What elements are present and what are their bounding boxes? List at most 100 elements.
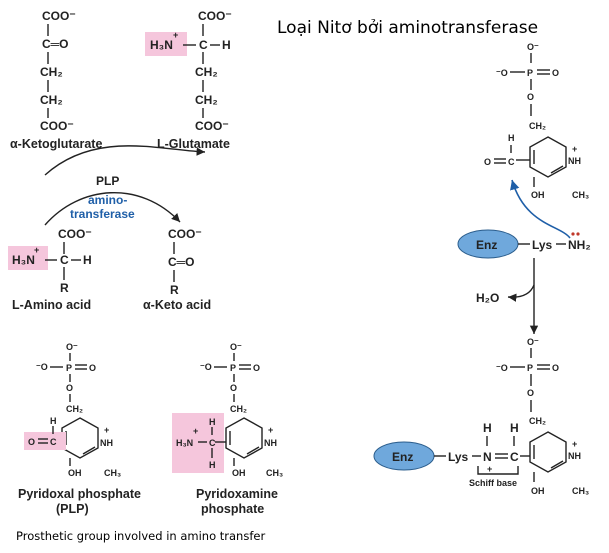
alpha-keto-acid-structure: COO⁻ C═O R α-Keto acid <box>143 227 211 312</box>
svg-text:OH: OH <box>68 468 82 478</box>
arrow-to-keto-acid <box>44 192 181 226</box>
svg-text:CH₂: CH₂ <box>529 416 546 426</box>
svg-text:CH₂: CH₂ <box>40 93 63 107</box>
svg-text:O: O <box>28 437 35 447</box>
svg-text:+: + <box>487 464 492 474</box>
svg-text:NH: NH <box>568 156 581 166</box>
plp-structure: O⁻ ⁻O P O O CH₂ NH + OH CH₃ O C H Pyrido… <box>18 342 141 516</box>
enzyme-lysine-amine: Enz Lys NH₂ <box>457 229 591 259</box>
plp-name-line2: (PLP) <box>56 502 89 516</box>
svg-text:CH₂: CH₂ <box>40 65 63 79</box>
mechanism-plp-top: O⁻ ⁻O P O O CH₂ NH + OH CH₃ O C H <box>484 42 589 200</box>
svg-text:COO⁻: COO⁻ <box>198 9 232 23</box>
svg-text:NH₂: NH₂ <box>568 238 591 252</box>
svg-text:O⁻: O⁻ <box>527 42 539 52</box>
svg-text:O: O <box>527 388 534 398</box>
svg-text:O: O <box>552 363 559 373</box>
pmp-name-line2: phosphate <box>201 502 264 516</box>
page-title: Loại Nitơ bởi aminotransferase <box>277 18 538 38</box>
alpha-ketoglutarate-label: α-Ketoglutarate <box>10 137 102 151</box>
nucleophilic-attack-arrow <box>510 179 571 239</box>
svg-text:⁻O: ⁻O <box>496 363 508 373</box>
water-label: H₂O <box>476 291 499 305</box>
enzyme-label-line2: transferase <box>70 207 135 221</box>
svg-text:+: + <box>572 144 577 154</box>
svg-text:R: R <box>60 281 69 295</box>
svg-text:P: P <box>230 363 236 373</box>
svg-text:CH₃: CH₃ <box>572 486 589 496</box>
svg-text:H: H <box>209 460 216 470</box>
svg-text:⁻O: ⁻O <box>496 68 508 78</box>
svg-text:OH: OH <box>531 190 545 200</box>
svg-text:N: N <box>483 450 492 464</box>
svg-text:C═O: C═O <box>168 255 195 269</box>
svg-text:P: P <box>527 363 533 373</box>
svg-text:COO⁻: COO⁻ <box>195 119 229 133</box>
amine-highlight <box>172 413 224 473</box>
svg-text:Enz: Enz <box>476 238 497 252</box>
schiff-base-structure: O⁻ ⁻O P O O CH₂ NH + OH CH₃ Enz Lys N C … <box>373 337 589 496</box>
svg-text:OH: OH <box>531 486 545 496</box>
svg-text:CH₃: CH₃ <box>572 190 589 200</box>
svg-text:+: + <box>268 425 273 435</box>
svg-text:H: H <box>483 421 492 435</box>
aldehyde-highlight <box>24 432 66 450</box>
alpha-keto-acid-label: α-Keto acid <box>143 298 211 312</box>
amino-highlight <box>145 32 187 56</box>
caption: Prosthetic group involved in amino trans… <box>16 529 265 543</box>
svg-text:NH: NH <box>264 438 277 448</box>
svg-text:COO⁻: COO⁻ <box>168 227 202 241</box>
svg-text:CH₂: CH₂ <box>66 404 83 414</box>
svg-text:H: H <box>83 253 92 267</box>
schiff-base-label: Schiff base <box>469 478 517 488</box>
svg-text:C: C <box>209 438 216 448</box>
svg-text:NH: NH <box>568 451 581 461</box>
svg-text:⁻O: ⁻O <box>200 362 212 372</box>
svg-text:H: H <box>510 421 519 435</box>
enzyme-label-line1: amino- <box>88 193 127 207</box>
svg-text:O⁻: O⁻ <box>66 342 78 352</box>
svg-text:⁻O: ⁻O <box>36 362 48 372</box>
svg-text:CH₃: CH₃ <box>266 468 283 478</box>
svg-text:Lys: Lys <box>448 450 469 464</box>
svg-text:CH₃: CH₃ <box>104 468 121 478</box>
svg-text:O: O <box>527 92 534 102</box>
svg-text:C: C <box>60 253 69 267</box>
l-glutamate-label: L-Glutamate <box>157 137 230 151</box>
svg-text:O: O <box>253 363 260 373</box>
svg-text:P: P <box>66 363 72 373</box>
pmp-name-line1: Pyridoxamine <box>196 487 278 501</box>
plp-cofactor-label: PLP <box>96 174 119 188</box>
svg-text:CH₂: CH₂ <box>195 65 218 79</box>
svg-text:+: + <box>173 30 178 40</box>
svg-text:Enz: Enz <box>392 450 413 464</box>
pmp-structure: O⁻ ⁻O P O O CH₂ NH + OH CH₃ H₃N + C H H … <box>172 342 283 516</box>
svg-text:H₃N: H₃N <box>150 38 173 52</box>
svg-text:CH₂: CH₂ <box>195 93 218 107</box>
svg-text:H₃N: H₃N <box>176 438 193 448</box>
svg-text:O: O <box>66 383 73 393</box>
svg-text:H: H <box>209 417 216 427</box>
svg-text:COO⁻: COO⁻ <box>40 119 74 133</box>
svg-text:H₃N: H₃N <box>12 253 35 267</box>
lone-pair-dot <box>576 232 580 236</box>
svg-text:C: C <box>508 157 515 167</box>
l-glutamate-structure: COO⁻ H₃N + C H CH₂ CH₂ COO⁻ L-Glutamate <box>145 9 232 151</box>
svg-text:C: C <box>510 450 519 464</box>
svg-text:H: H <box>50 416 57 426</box>
svg-text:R: R <box>170 283 179 297</box>
water-release-arrow <box>507 284 535 302</box>
svg-text:H: H <box>222 38 231 52</box>
svg-text:COO⁻: COO⁻ <box>42 9 76 23</box>
svg-text:Lys: Lys <box>532 238 553 252</box>
svg-text:O⁻: O⁻ <box>230 342 242 352</box>
svg-text:O⁻: O⁻ <box>527 337 539 347</box>
svg-text:COO⁻: COO⁻ <box>58 227 92 241</box>
l-amino-acid-label: L-Amino acid <box>12 298 91 312</box>
svg-text:+: + <box>34 245 39 255</box>
svg-text:O: O <box>89 363 96 373</box>
svg-text:C═O: C═O <box>42 37 69 51</box>
svg-text:H: H <box>508 133 515 143</box>
svg-text:O: O <box>484 157 491 167</box>
